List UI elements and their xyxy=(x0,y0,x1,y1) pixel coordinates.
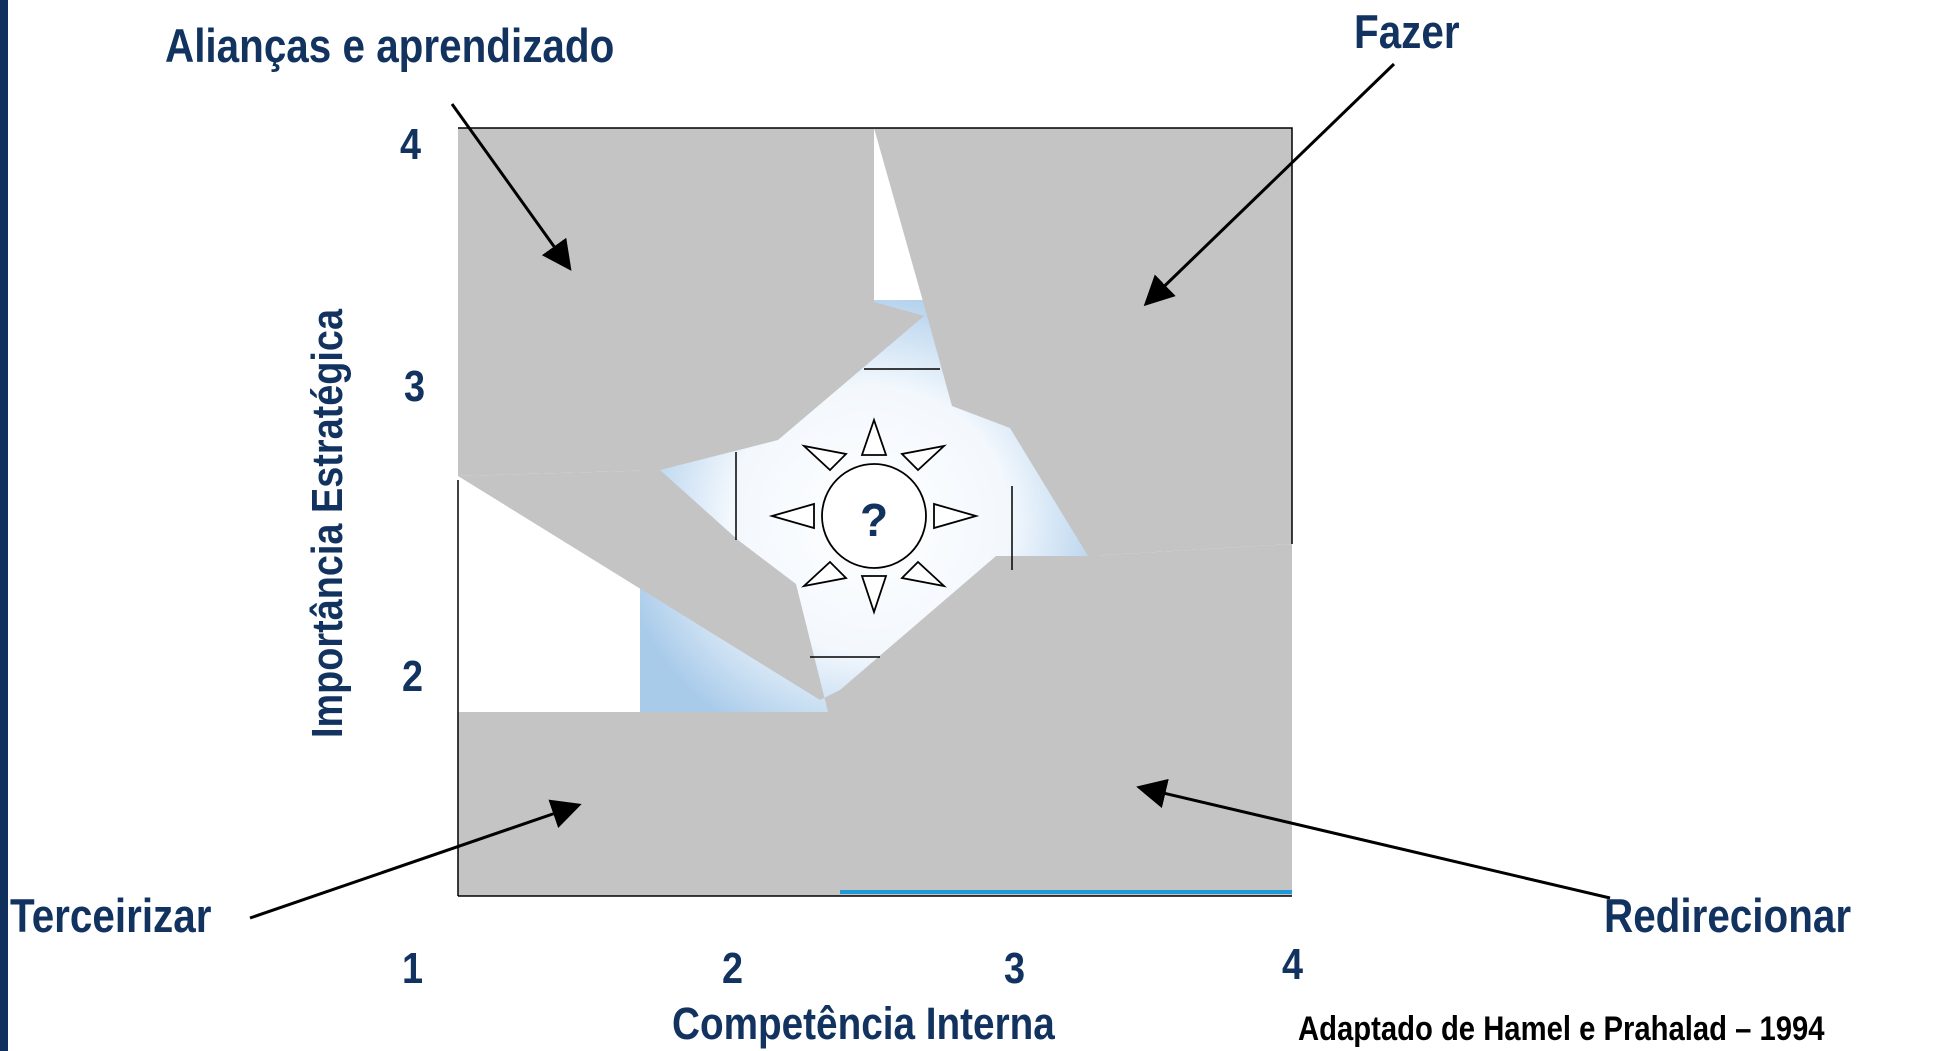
quadrant-top-right xyxy=(874,128,1292,556)
center-question-mark: ? xyxy=(860,494,888,546)
y-tick-3: 3 xyxy=(404,362,426,411)
x-tick-4: 4 xyxy=(1282,940,1304,989)
label-redirecionar: Redirecionar xyxy=(1604,889,1852,942)
left-accent-bar xyxy=(0,0,8,1051)
x-axis-label: Competência Interna xyxy=(672,998,1055,1049)
label-fazer: Fazer xyxy=(1354,5,1460,58)
y-axis-label: Importância Estratégica xyxy=(303,308,352,738)
sun-icon xyxy=(768,417,980,615)
x-tick-2: 2 xyxy=(722,944,744,993)
center-grid-lines xyxy=(735,368,1013,658)
matrix-frame xyxy=(458,127,1293,544)
y-tick-2: 2 xyxy=(402,652,424,701)
x-tick-3: 3 xyxy=(1004,944,1026,993)
arrow-icon-make xyxy=(1143,62,1396,307)
quadrant-bottom-right xyxy=(840,544,1292,896)
quadrant-bottom-left xyxy=(458,470,840,896)
arrow-icon-alliances xyxy=(450,103,572,271)
arrow-icon-outsource xyxy=(249,799,582,920)
arrow-icons xyxy=(249,62,1611,920)
x-tick-1: 1 xyxy=(402,944,424,993)
label-aliancas-aprendizado: Alianças e aprendizado xyxy=(165,19,615,72)
source-credit: Adaptado de Hamel e Prahalad – 1994 xyxy=(1298,1010,1825,1048)
arrow-icon-redirect xyxy=(1136,778,1611,900)
y-tick-4: 4 xyxy=(400,120,422,169)
quadrant-top-left xyxy=(458,128,932,476)
label-terceirizar: Terceirizar xyxy=(10,889,212,942)
